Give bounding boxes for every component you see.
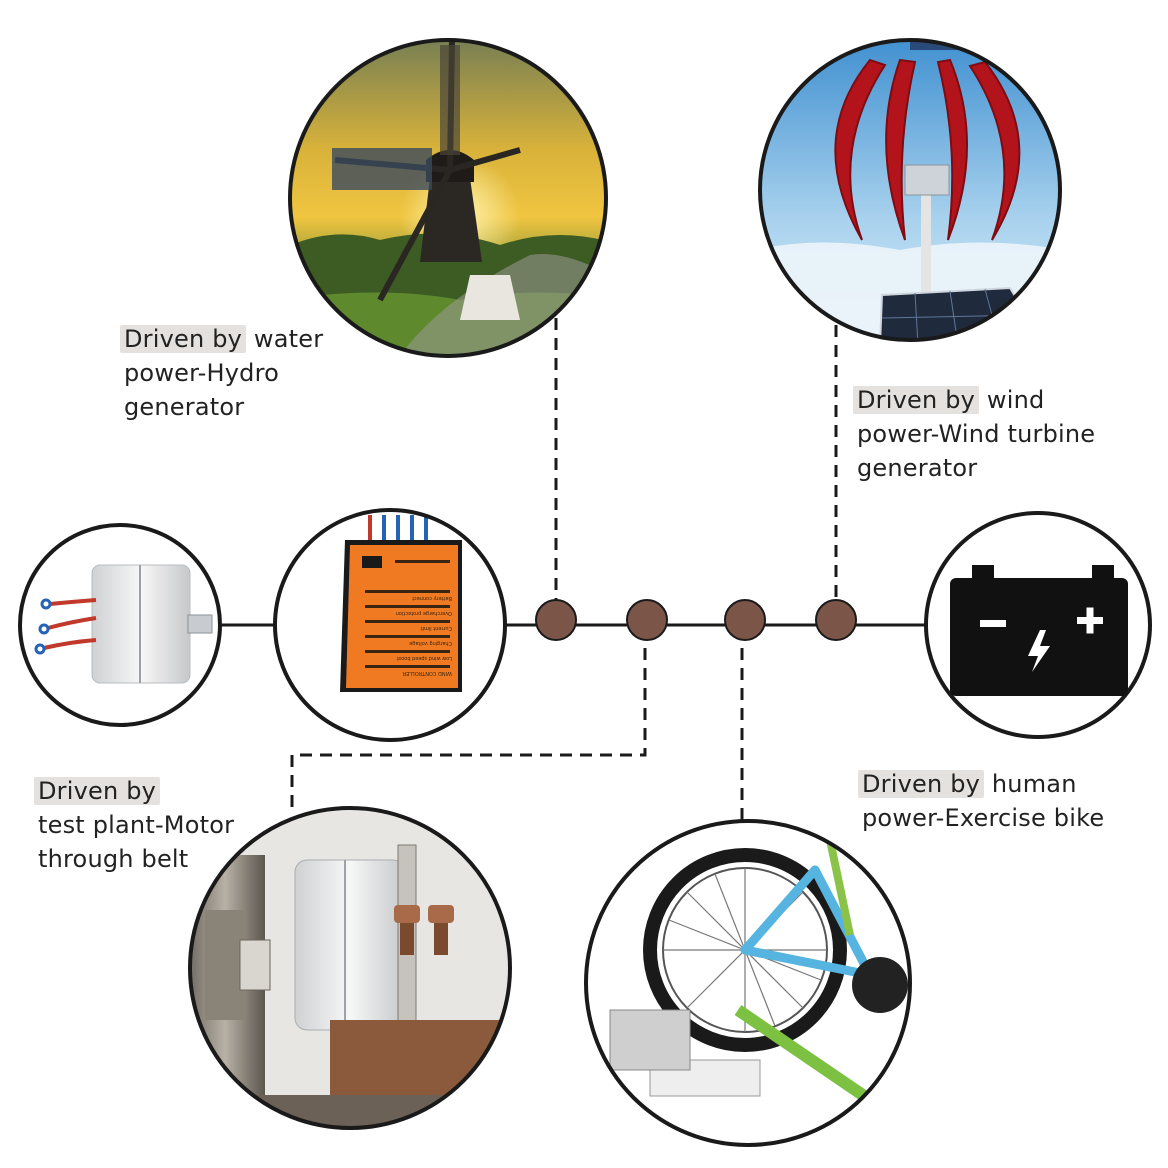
motor-label-highlight: Driven by <box>34 777 161 805</box>
controller-label-text: WIND CONTROLLER Low wind speed boost Cha… <box>352 560 452 680</box>
node-wind <box>815 599 857 641</box>
bike-label-line1: human <box>984 770 1077 798</box>
bike-label-line2: power-Exercise bike <box>862 804 1105 832</box>
hydro-label-line1: water <box>246 325 324 353</box>
dashed-connectors <box>290 305 838 822</box>
controller-text-line: Charging voltage <box>409 640 452 646</box>
motor-label: Driven by test plant-Motor through belt <box>34 774 235 876</box>
windmill-photo <box>288 38 608 358</box>
wind-label: Driven by wind power-Wind turbine genera… <box>853 383 1096 485</box>
wind-label-line1: wind <box>979 386 1045 414</box>
battery-icon <box>924 511 1152 739</box>
wind-label-highlight: Driven by <box>853 386 980 414</box>
wind-label-line2: power-Wind turbine <box>857 420 1096 448</box>
vertical-wind-turbine-photo <box>758 38 1062 342</box>
hydro-label-highlight: Driven by <box>120 325 247 353</box>
generator-photo <box>18 523 222 727</box>
node-motor <box>626 599 668 641</box>
node-hydro <box>535 599 577 641</box>
controller-text-line: Battery connect <box>411 595 452 601</box>
bike-label-highlight: Driven by <box>858 770 985 798</box>
controller-text-line: Current limit <box>420 625 452 631</box>
controller-text-line: WIND CONTROLLER <box>402 670 452 676</box>
controller-text-line: Overcharge protection <box>395 610 452 616</box>
controller-photo <box>273 508 507 742</box>
motor-label-line2: test plant-Motor <box>38 811 235 839</box>
wind-label-line3: generator <box>857 454 978 482</box>
exercise-bike-photo <box>584 819 912 1147</box>
bike-label: Driven by human power-Exercise bike <box>858 767 1105 835</box>
controller-text-line: Low wind speed boost <box>396 655 452 661</box>
node-bike <box>724 599 766 641</box>
motor-belt-photo <box>188 806 512 1130</box>
junction-nodes <box>535 599 857 641</box>
hydro-label: Driven by water power-Hydro generator <box>120 322 324 424</box>
hydro-label-line3: generator <box>124 393 245 421</box>
motor-label-line3: through belt <box>38 845 189 873</box>
hydro-label-line2: power-Hydro <box>124 359 280 387</box>
